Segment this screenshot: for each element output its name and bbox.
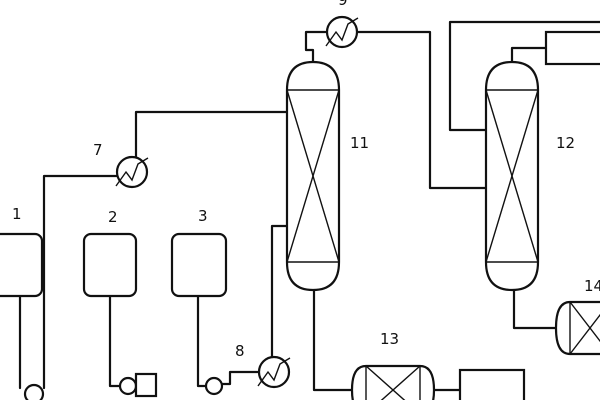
column-12-top-box bbox=[544, 30, 600, 66]
pipe-column12-to-reactor14 bbox=[512, 286, 558, 330]
pipe-pump3-to-hx8 bbox=[220, 370, 260, 386]
heat-exchanger-8-icon: 8 bbox=[235, 342, 291, 389]
pipe-hx8-to-column11 bbox=[270, 224, 289, 360]
pump-2-icon bbox=[118, 372, 158, 398]
pipe-tank3-to-pump3 bbox=[196, 294, 210, 388]
reactor-13-label: 13 bbox=[380, 330, 399, 348]
reactor-14: 14 bbox=[554, 277, 600, 356]
tank-2: 2 bbox=[82, 208, 138, 298]
reactor-13-outlet-box bbox=[458, 368, 526, 400]
tank-3: 3 bbox=[170, 207, 228, 298]
column-11: 11 bbox=[285, 60, 369, 292]
pipe-column11-to-hx9 bbox=[304, 30, 330, 64]
pipe-tank2-to-pump2 bbox=[108, 294, 124, 388]
pipe-column12-top-loop bbox=[448, 20, 600, 132]
tank-1-label: 1 bbox=[12, 205, 22, 223]
pipe-column12-to-box bbox=[510, 46, 548, 64]
pump-3-icon bbox=[204, 376, 224, 396]
pump-1-icon bbox=[23, 383, 45, 400]
heat-exchanger-7-label: 7 bbox=[93, 141, 103, 159]
tank-1: 1 bbox=[0, 205, 44, 298]
pipe-network bbox=[18, 20, 600, 392]
heat-exchanger-8-label: 8 bbox=[235, 342, 245, 360]
tank-3-label: 3 bbox=[198, 207, 208, 225]
reactor-14-label: 14 bbox=[584, 277, 600, 295]
pipe-hx7-to-column11 bbox=[134, 110, 289, 162]
column-11-label: 11 bbox=[350, 134, 369, 152]
tank-2-label: 2 bbox=[108, 208, 118, 226]
pipe-hx9-to-column12 bbox=[354, 30, 488, 190]
heat-exchanger-7-icon: 7 bbox=[93, 141, 149, 189]
pipe-pump1-to-hx7 bbox=[42, 174, 120, 390]
reactor-13: 13 bbox=[350, 330, 436, 400]
column-12-label: 12 bbox=[556, 134, 575, 152]
heat-exchanger-9-label: 9 bbox=[338, 0, 348, 9]
heat-exchanger-9-icon: 9 bbox=[325, 0, 359, 49]
pipe-column11-to-reactor13 bbox=[312, 286, 354, 392]
column-12: 12 bbox=[484, 60, 575, 292]
